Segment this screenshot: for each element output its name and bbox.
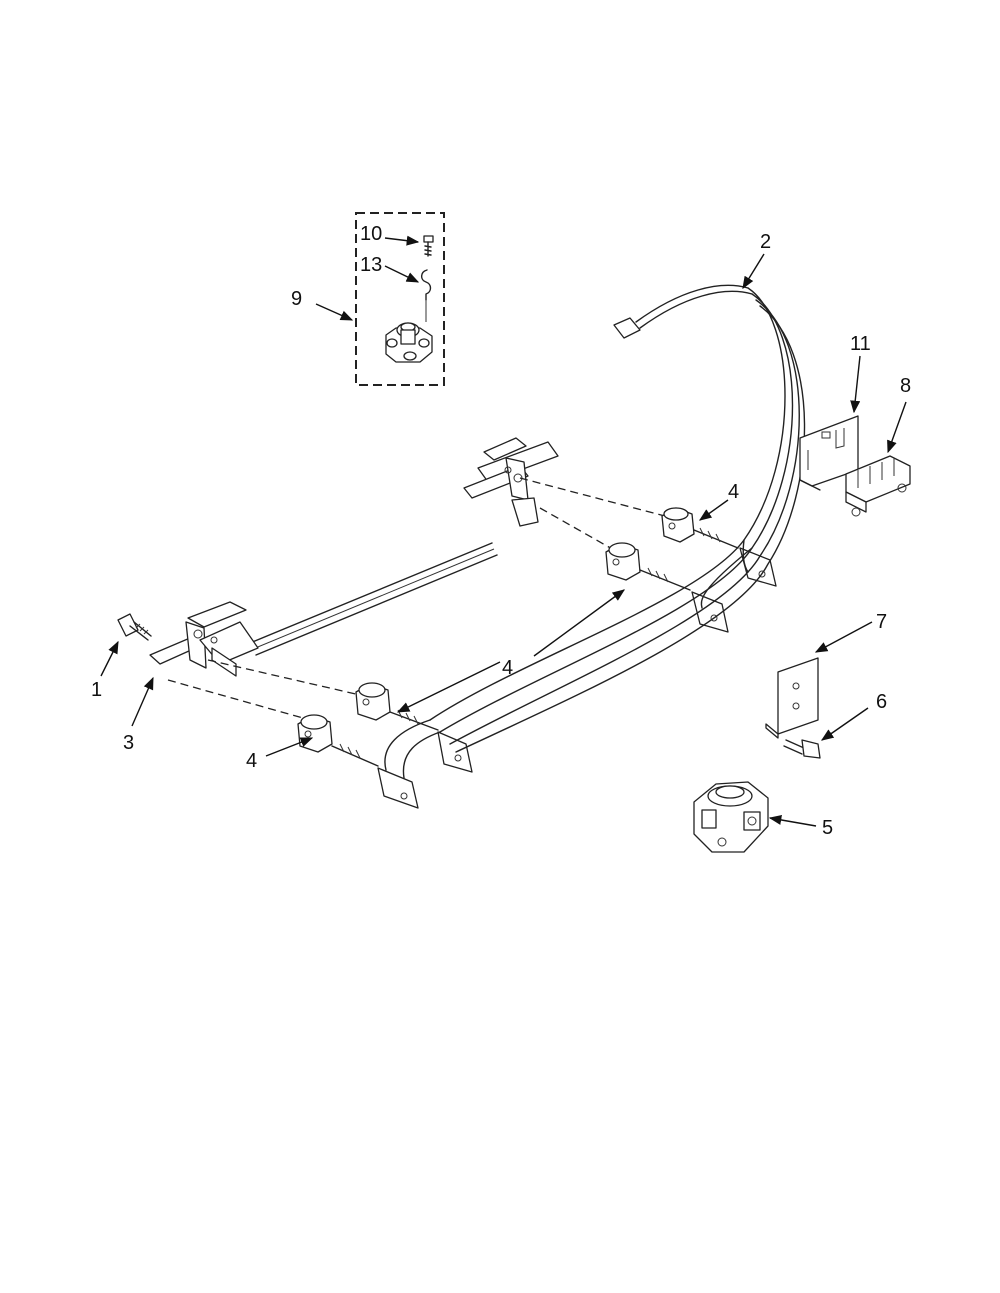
label-part-9: 9 (291, 288, 302, 310)
part-5-regulator (693, 781, 769, 853)
part-1-screw (117, 613, 152, 641)
part-4-valve-lower-middle (355, 682, 473, 773)
label-part-4-upper: 4 (728, 481, 739, 503)
part-4-valve-upper-right (661, 507, 777, 587)
part-6-screw (783, 739, 821, 759)
label-part-7: 7 (876, 611, 887, 633)
label-part-5: 5 (822, 817, 833, 839)
part-3-manifold (149, 437, 559, 677)
label-part-3: 3 (123, 732, 134, 754)
part-10-screw (423, 235, 434, 257)
part-13-spring-clip (420, 269, 432, 322)
part-7-bracket (765, 657, 819, 739)
label-part-2: 2 (760, 231, 771, 253)
label-part-4-lower: 4 (246, 750, 257, 772)
label-part-11: 11 (850, 333, 871, 355)
label-part-8: 8 (900, 375, 911, 397)
label-part-10: 10 (360, 223, 382, 245)
label-part-13: 13 (360, 254, 382, 276)
label-part-6: 6 (876, 691, 887, 713)
kit-9-dashed-box (355, 212, 445, 386)
part-9-burner-base (385, 322, 433, 363)
part-11-bracket (799, 415, 859, 491)
part-2-wire-harness (384, 284, 806, 779)
label-part-4-middle: 4 (502, 657, 513, 679)
part-4-valve-lower-left (297, 714, 419, 809)
part-8-switch-block (845, 455, 911, 517)
kit-9-group: 10 13 (355, 212, 445, 386)
label-part-1: 1 (91, 679, 102, 701)
